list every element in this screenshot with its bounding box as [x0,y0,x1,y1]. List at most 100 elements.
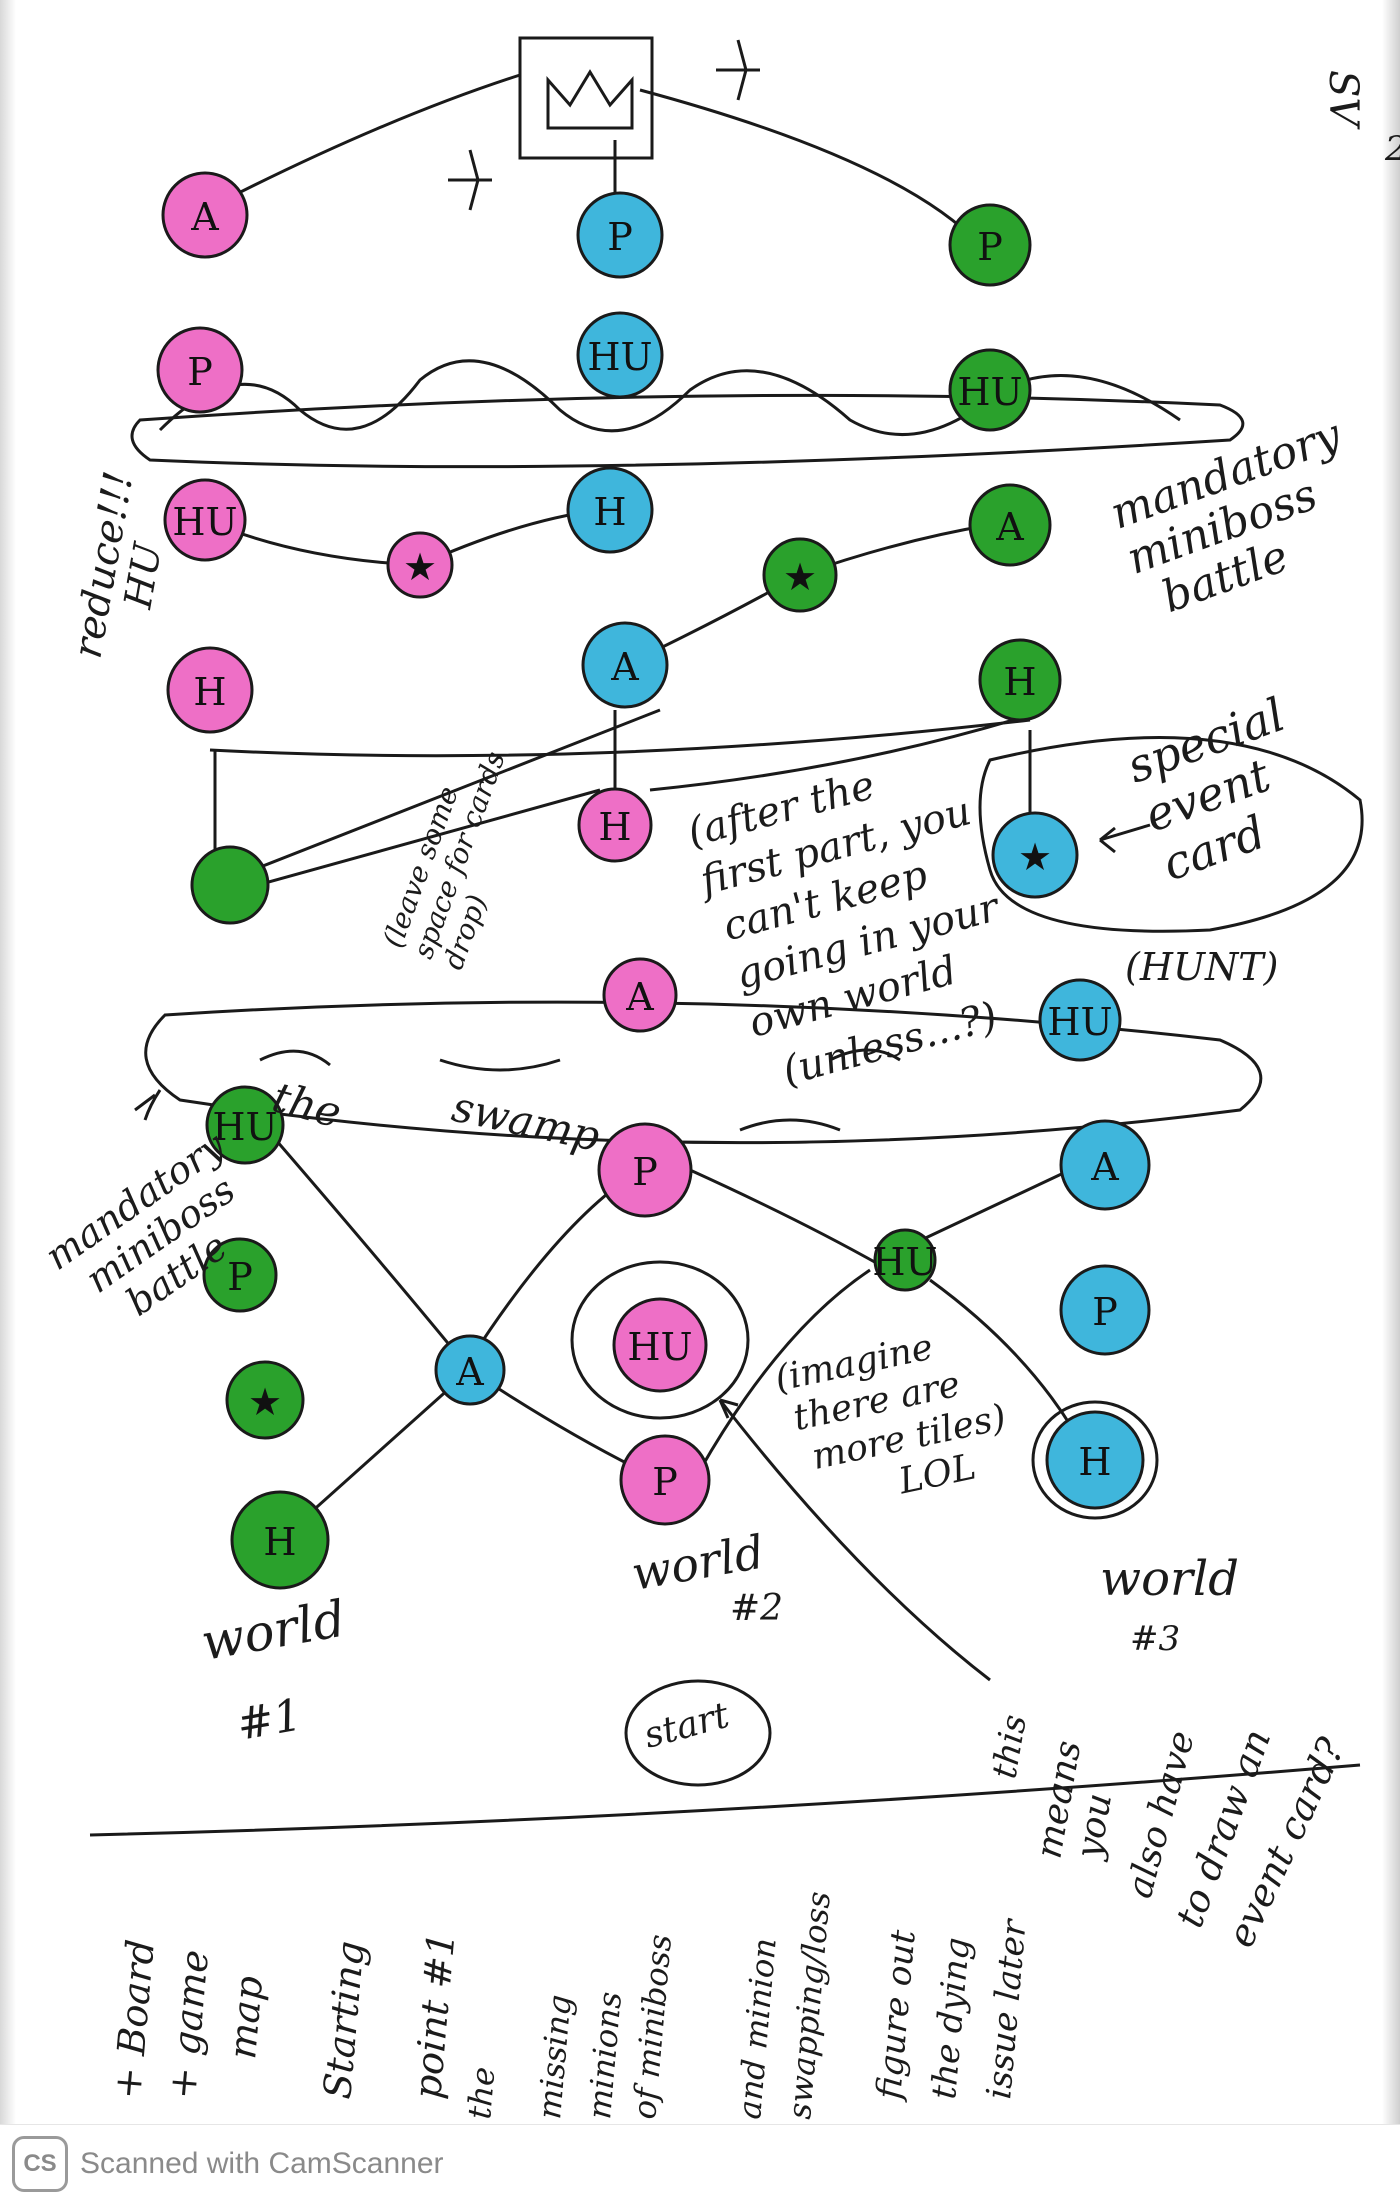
tile-circle [576,311,664,399]
margin-note-2: + game [160,1948,217,2101]
tile-w2c: P [619,1434,711,1526]
tile-circle [161,171,249,259]
tile-t3: HU [163,478,247,562]
tile-label: H [1078,1440,1111,1484]
crown-icon [546,69,634,130]
tile-w3a: A [1059,1119,1151,1211]
tile-w3b: P [1059,1264,1151,1356]
tile-label: H [593,490,626,534]
arrow-special [1099,823,1151,854]
tile-label: HU [627,1325,692,1369]
label-world-1-number: #1 [233,1689,306,1750]
tile-circle [619,1434,711,1526]
margin-fragment-2: missing [530,1993,579,2121]
tile-w3c: H [1045,1410,1145,1510]
tile-circle [1038,978,1122,1062]
line-h-cross [209,718,1031,758]
line-green-up-a [239,708,661,877]
camscanner-watermark: Scanned with CamScanner [80,2147,444,2180]
tile-label: H [1003,660,1036,704]
page-marker: SV [1320,70,1366,130]
side-note: 2 [1384,129,1400,169]
tile-circle [1059,1119,1151,1211]
tile-circle [190,845,270,925]
tile-label: ★ [1018,835,1052,879]
tile-circle [434,1334,506,1406]
tile-circle [968,483,1052,567]
tile-r5: H [978,638,1062,722]
tile-label: P [227,1255,253,1299]
margin-fragment-7: figure out [869,1928,924,2104]
tile-w1d: H [230,1490,330,1590]
tile-r6: ★ [991,811,1079,899]
start-circle [624,1679,772,1787]
tile-circle [225,1360,305,1440]
scan-left-edge [0,0,16,2203]
tile-r3: A [968,483,1052,567]
tile-label: HU [212,1105,277,1149]
tile-circle [581,621,669,709]
line-hub-a [899,1168,1071,1252]
tile-w2a: P [597,1122,693,1218]
line-w1-hu-a [248,1109,472,1371]
tile-label: P [652,1460,678,1504]
tile-label: H [263,1520,296,1564]
line-w2-p-hub-low [698,1268,871,1471]
tile-circle [386,531,454,599]
tile-label: A [995,505,1024,549]
note-leave-space: (leave some space for cards drop) [376,747,512,974]
margin-note-3: map [220,1974,271,2061]
margin-fragment-4: of miniboss [625,1933,679,2121]
board-game-map-sketch: M SV 2 APHU★HPHUHAHPHUA★H★AHUHUP★HPHUPAH… [37,36,1400,2121]
tile-circle [597,1122,693,1218]
crown-group [448,39,760,211]
tile-t5: H [166,646,254,734]
tile-label: P [632,1150,658,1194]
tile-label: HU [957,370,1022,414]
margin-note-4: Starting [315,1939,373,2101]
note-this-means: this means you also have to draw an even… [984,1712,1353,1954]
tile-w3h: HU [872,1228,938,1292]
tile-circle [948,348,1032,432]
tile-circle [566,466,654,554]
tile-ca: A [434,1334,506,1406]
label-world-3-number: #3 [1130,1619,1180,1659]
tile-w1a: HU [205,1085,285,1165]
line-green-up-b [239,788,601,892]
tile-m4: A [581,621,669,709]
tile-circle [762,537,838,613]
tile-label: HU [872,1240,937,1284]
tile-circle [577,787,653,863]
tile-m3: H [566,466,654,554]
tile-circle [1059,1264,1151,1356]
tile-label: P [977,225,1003,269]
tile-label: A [190,195,219,239]
tile-circle [202,1237,278,1313]
label-start: start [640,1695,734,1757]
arrow-mandatory-left [134,1089,162,1121]
arrow-this-means [718,1399,991,1682]
special-event-bubble [978,736,1364,933]
camscanner-logo: CS [12,2136,68,2192]
margin-notes: + Board + game map Starting point #1 the… [105,1890,1035,2121]
tile-w1b: P [202,1237,278,1313]
tile-label: A [455,1350,484,1394]
tile-circle [230,1490,330,1590]
divider-line [89,1763,1361,1837]
line-w2-p-hub [689,1168,881,1267]
tile-circle [948,203,1032,287]
margin-fragment-6: swapping/loss [780,1890,838,2121]
note-mandatory-right: mandatory miniboss battle [1104,409,1349,623]
tile-circle [163,478,247,562]
margin-fragment-1: the [460,2065,502,2121]
tile-label: P [607,215,633,259]
tile-circle [991,811,1079,899]
tile-circle [873,1228,937,1292]
tile-circle [205,1085,285,1165]
tile-r4: ★ [762,537,838,613]
note-special-event: special event card [1120,687,1292,891]
margin-fragment-3: minions [580,1990,629,2121]
tile-t6 [190,845,270,925]
tile-t4: ★ [386,531,454,599]
